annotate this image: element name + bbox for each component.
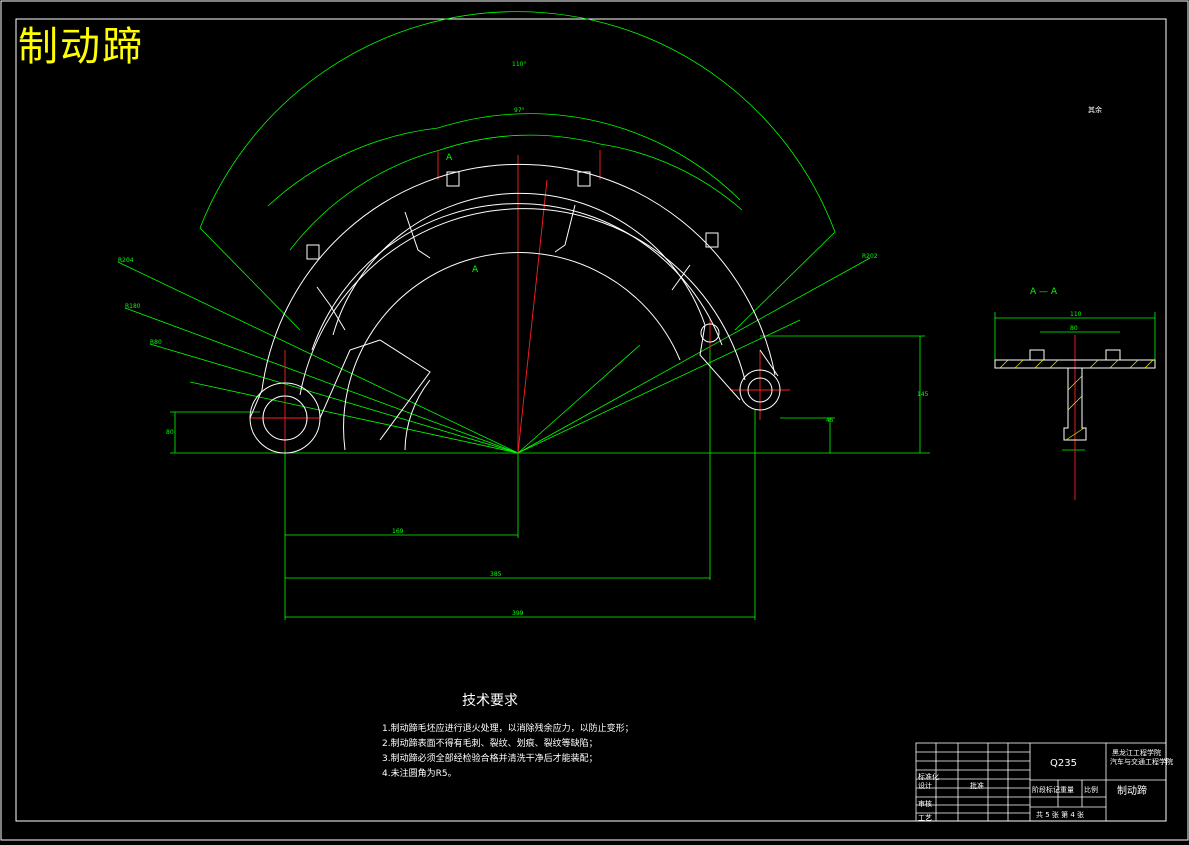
dim-r-left-1: R204 bbox=[118, 257, 134, 264]
dim-80: 80 bbox=[166, 429, 174, 436]
school-line2: 汽车与交通工程学院 bbox=[1110, 758, 1173, 766]
approve-label: 批准 bbox=[970, 782, 984, 790]
dim-r-right: R202 bbox=[862, 253, 878, 260]
dim-385: 385 bbox=[490, 571, 502, 578]
scale-label: 比例 bbox=[1084, 786, 1098, 794]
dim-angle-top: 110° bbox=[512, 61, 526, 68]
roughness-note: 其余 bbox=[1088, 105, 1102, 114]
inner-frame bbox=[15, 18, 1167, 822]
tech-requirements-list: 1.制动蹄毛坯应进行退火处理，以消除残余应力，以防止变形； 2.制动蹄表面不得有… bbox=[382, 722, 634, 782]
process-label: 工艺 bbox=[918, 814, 932, 822]
stage-label: 阶段标记 bbox=[1032, 786, 1060, 794]
tech-requirement-item: 1.制动蹄毛坯应进行退火处理，以消除残余应力，以防止变形； bbox=[382, 724, 634, 734]
dim-169: 169 bbox=[392, 528, 404, 535]
section-letter-mid: A bbox=[472, 265, 479, 275]
tech-requirements-heading: 技术要求 bbox=[462, 693, 518, 709]
section-letter-top: A bbox=[446, 153, 453, 163]
weight-label: 重量 bbox=[1060, 786, 1074, 794]
part-outline bbox=[249, 163, 781, 454]
roughness-label: 其余 bbox=[1088, 105, 1102, 114]
title-block bbox=[915, 742, 1167, 822]
dim-399: 399 bbox=[512, 610, 524, 617]
section-hatching bbox=[999, 359, 1154, 441]
material-label: Q235 bbox=[1050, 758, 1077, 769]
part-name: 制动蹄 bbox=[1117, 786, 1147, 797]
tech-requirement-item: 2.制动蹄表面不得有毛刺、裂纹、划痕、裂纹等缺陷； bbox=[382, 739, 598, 749]
dim-r-left-2: R180 bbox=[125, 303, 141, 310]
tech-requirement-item: 3.制动蹄必须全部经检验合格并清洗干净后才能装配； bbox=[382, 754, 598, 764]
std-label: 标准化 bbox=[918, 773, 939, 781]
sheet-info: 共 5 张 第 4 张 bbox=[1036, 811, 1085, 819]
dim-145: 145 bbox=[917, 391, 929, 398]
tech-requirement-item: 4.未注圆角为R5。 bbox=[382, 769, 457, 779]
dim-section-width: 110 bbox=[1070, 311, 1082, 318]
dim-45: 45 bbox=[826, 417, 834, 424]
dimension-texts: 110° 97° 169 385 399 R204 R180 R80 R202 … bbox=[118, 61, 1082, 617]
dim-section-inner: 80 bbox=[1070, 325, 1078, 332]
section-label: A — A bbox=[1030, 287, 1058, 297]
dimension-lines bbox=[117, 11, 1156, 620]
dim-angle-mid: 97° bbox=[514, 107, 525, 114]
section-view bbox=[994, 349, 1156, 441]
school-line1: 黑龙江工程学院 bbox=[1112, 749, 1161, 757]
drawing-title: 制动蹄 bbox=[18, 24, 144, 70]
center-lines bbox=[250, 150, 1076, 500]
dim-r-left-3: R80 bbox=[150, 339, 162, 346]
check-label: 审核 bbox=[918, 800, 932, 808]
design-label: 设计 bbox=[918, 782, 932, 790]
